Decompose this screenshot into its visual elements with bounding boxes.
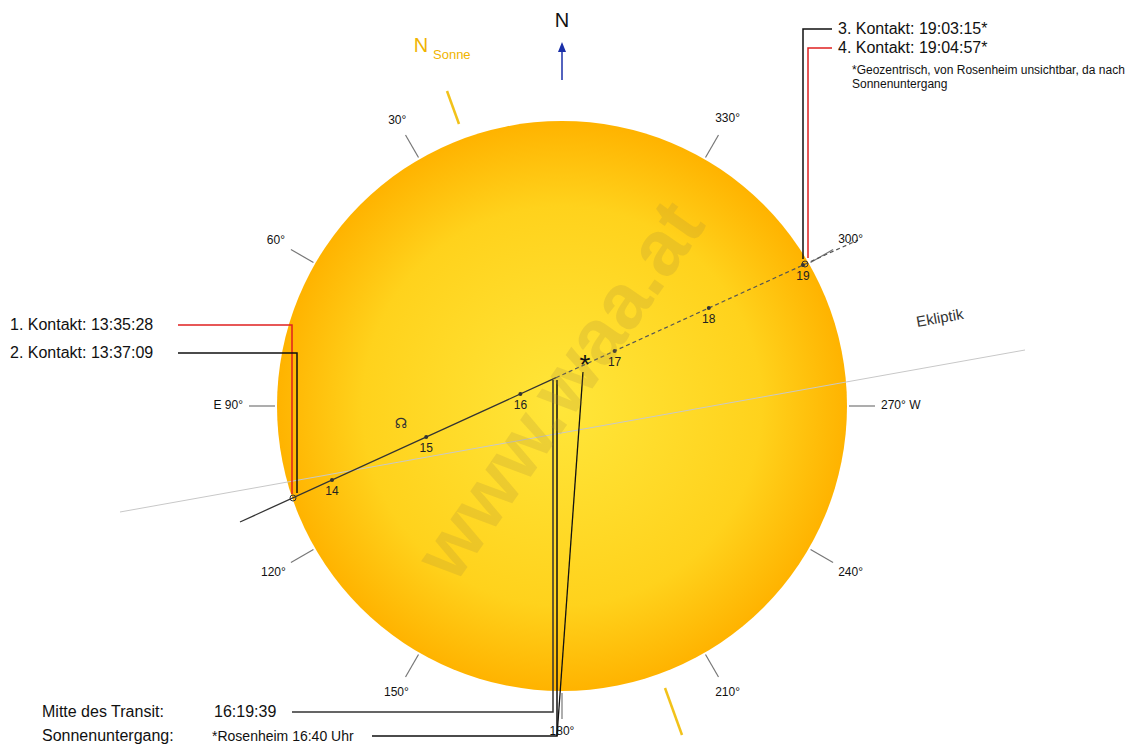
- angle-label: E 90°: [214, 399, 243, 413]
- angle-label: 60°: [267, 234, 285, 248]
- contact-label: 2. Kontakt: 13:37:09: [10, 344, 153, 362]
- solar-north-label: N: [414, 34, 428, 57]
- time-value: 16:19:39: [214, 703, 276, 721]
- note-text: *Geozentrisch, von Rosenheim unsichtbar,…: [852, 64, 1130, 92]
- sunset-label: Sonnenuntergang:: [42, 727, 174, 745]
- solar-north-sub: Sonne: [433, 48, 471, 63]
- north-label: N: [555, 9, 569, 32]
- node-symbol: ☊: [395, 415, 407, 431]
- hour-dot: [424, 435, 428, 439]
- angle-label: 300°: [838, 233, 863, 247]
- angle-tick: [406, 135, 419, 158]
- sun-disk: [277, 121, 847, 691]
- angle-label: 120°: [261, 566, 286, 580]
- angle-tick: [291, 250, 314, 263]
- sunset-note: *Rosenheim 16:40 Uhr: [208, 727, 358, 745]
- leader-line: [803, 29, 832, 259]
- angle-tick: [249, 405, 275, 406]
- mercury-disk: [802, 261, 808, 267]
- hour-number: 15: [420, 442, 433, 456]
- hour-dot: [330, 478, 334, 482]
- angle-label: 180°: [550, 725, 575, 739]
- angle-label: 150°: [384, 686, 409, 700]
- angle-label: 30°: [388, 114, 406, 128]
- leader-line: [178, 325, 292, 494]
- angle-tick: [406, 655, 419, 678]
- leader-line: [178, 353, 297, 493]
- leader-line: [808, 48, 832, 258]
- angle-tick: [849, 405, 875, 406]
- angle-label: 240°: [838, 566, 863, 580]
- mid-transit-label: Mitte des Transit:: [42, 703, 164, 721]
- angle-label: 330°: [715, 112, 740, 126]
- hour-number: 17: [608, 356, 621, 370]
- angle-tick: [706, 135, 719, 158]
- solar-north-axis: [665, 688, 682, 735]
- angle-tick: [291, 550, 314, 563]
- angle-tick: [811, 550, 834, 563]
- north-arrow: [561, 48, 563, 80]
- angle-label: 270° W: [881, 399, 920, 413]
- contact-label: 4. Kontakt: 19:04:57*: [838, 39, 987, 57]
- solar-north-axis: [447, 91, 459, 124]
- hour-number: 14: [325, 485, 338, 499]
- angle-label: 210°: [715, 686, 740, 700]
- hour-number: 16: [514, 399, 527, 413]
- mercury-disk: [290, 495, 296, 501]
- ecliptic-label: Ekliptik: [915, 305, 965, 330]
- contact-label: 3. Kontakt: 19:03:15*: [838, 20, 987, 38]
- hour-number: 18: [702, 313, 715, 327]
- hour-number: 19: [796, 270, 809, 284]
- angle-tick: [706, 655, 719, 678]
- contact-label: 1. Kontakt: 13:35:28: [10, 316, 153, 334]
- sunset-marker: *: [580, 349, 591, 381]
- north-arrow-head: [558, 42, 566, 52]
- hour-dot: [707, 306, 711, 310]
- angle-tick: [561, 693, 562, 719]
